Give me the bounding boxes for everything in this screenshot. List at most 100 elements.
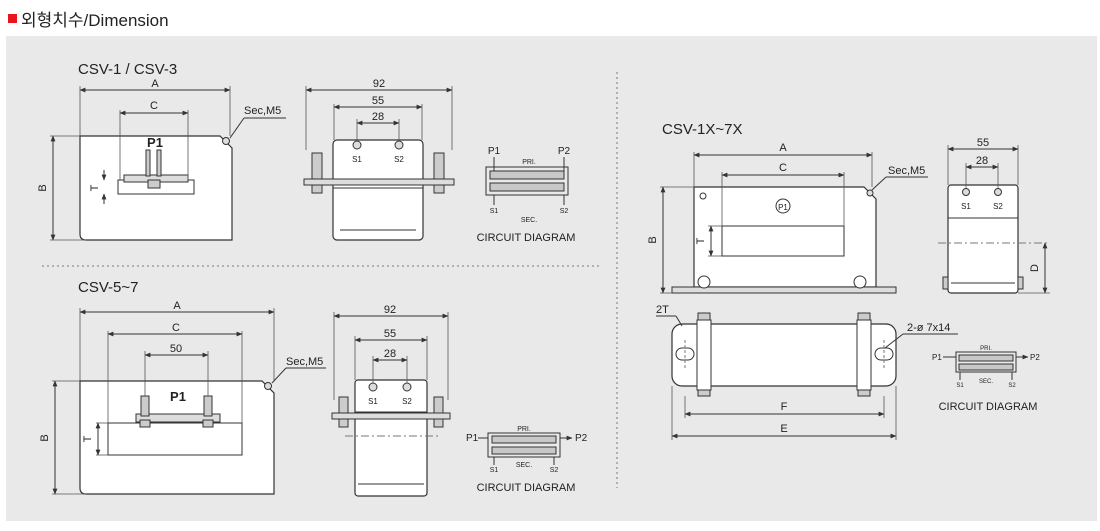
circuit-p2: P2	[558, 146, 571, 157]
csv57-primary-bar	[135, 413, 221, 423]
csv57-section: CSV-5~7 P1 A C 50 B	[39, 279, 588, 497]
mount-hole-right	[853, 275, 867, 289]
circuit-primary	[489, 170, 565, 180]
csv13-circuit-diagram: P1 P2 PRI. S1 S2 SEC. CIRCUIT DIAGRAM	[477, 146, 576, 244]
label-c: C	[150, 100, 158, 112]
bolt-left	[311, 152, 323, 180]
label-s1: S1	[368, 397, 378, 406]
csv13-section: CSV-1 / CSV-3 P1 A C B T	[37, 61, 575, 244]
circuit-secondary	[958, 363, 1014, 371]
csvx-sec-terminal	[866, 189, 874, 197]
nut-right	[433, 418, 444, 428]
csv57-front-view: P1 A C 50 B T Sec,M5	[39, 300, 326, 495]
csvx-bottom-view: 2T 2-ø 7x14 F E	[656, 304, 958, 440]
circuit-primary	[958, 354, 1014, 362]
label-s2: S2	[993, 202, 1003, 211]
label-92: 92	[384, 304, 396, 316]
bolt-left	[942, 276, 949, 290]
circuit-sec: SEC.	[516, 462, 532, 469]
label-sec: Sec,M5	[888, 165, 925, 177]
label-28: 28	[976, 155, 988, 167]
csv57-nut-right	[202, 419, 214, 428]
circuit-secondary	[489, 182, 565, 192]
label-t: T	[82, 435, 94, 442]
circuit-s2: S2	[1008, 383, 1016, 389]
csv57-p1: P1	[170, 389, 186, 404]
circuit-p2: P2	[1030, 353, 1040, 362]
label-b: B	[37, 184, 49, 191]
circuit-secondary	[491, 446, 557, 455]
bolt-head-left	[697, 312, 711, 321]
circuit-caption: CIRCUIT DIAGRAM	[477, 482, 576, 494]
label-s2: S2	[402, 397, 412, 406]
csv13-bolt-left	[145, 149, 151, 177]
label-2t: 2T	[656, 304, 669, 316]
csv57-window	[107, 422, 243, 456]
circuit-frame	[485, 166, 569, 196]
circuit-pri: PRI.	[517, 426, 531, 433]
csvx-window	[721, 225, 845, 257]
label-holes: 2-ø 7x14	[907, 322, 950, 334]
label-a: A	[151, 78, 159, 90]
nut-left	[311, 184, 323, 194]
bolt-foot-left	[697, 389, 711, 397]
circuit-sec: SEC.	[979, 379, 993, 385]
csvx-front-view: P1 A C B T Sec,M5	[647, 142, 928, 294]
csv13-sec-terminal	[222, 137, 230, 145]
label-sec: Sec,M5	[244, 105, 281, 117]
leader-sec	[271, 367, 287, 384]
csv13-title: CSV-1 / CSV-3	[78, 61, 177, 78]
csv57-nut-left	[139, 419, 151, 428]
circuit-p1: P1	[488, 146, 501, 157]
bolt-left	[338, 396, 349, 414]
screw-s2	[994, 188, 1002, 196]
circuit-s1: S1	[490, 467, 499, 474]
section-title: 외형치수/Dimension	[21, 10, 169, 30]
csv57-side-body	[354, 379, 428, 497]
circuit-s2: S2	[560, 208, 569, 215]
mount-hole-left	[697, 275, 711, 289]
bolt-right	[1017, 276, 1024, 290]
csv57-bolt-left	[140, 395, 150, 417]
label-28: 28	[372, 111, 384, 123]
circuit-caption: CIRCUIT DIAGRAM	[939, 401, 1038, 413]
label-t: T	[89, 184, 101, 191]
label-a: A	[173, 300, 181, 312]
csv13-side-view: S1 S2 92 55 28	[303, 78, 455, 241]
label-sec: Sec,M5	[286, 356, 323, 368]
csv57-circuit-diagram: P1 P2 PRI. S1 S2 SEC. CIRCUIT DIAGRAM	[466, 426, 588, 494]
circuit-s1: S1	[956, 383, 964, 389]
bolt-head-right	[857, 312, 871, 321]
label-e: E	[780, 423, 787, 435]
slot-left	[675, 347, 695, 361]
nut-right	[433, 184, 445, 194]
label-b: B	[39, 434, 51, 441]
circuit-caption: CIRCUIT DIAGRAM	[477, 232, 576, 244]
bolt-foot-right	[857, 389, 871, 397]
red-square-icon	[8, 13, 17, 23]
csv57-title: CSV-5~7	[78, 279, 138, 296]
csvx-side-body	[947, 184, 1019, 294]
leader-sec	[229, 117, 245, 139]
leader-holes	[884, 333, 904, 349]
screw-s2	[394, 140, 404, 150]
leader-sec	[871, 176, 887, 191]
label-b: B	[647, 236, 659, 243]
circuit-frame	[487, 432, 561, 458]
csv13-bolt-right	[156, 149, 162, 177]
csvx-p1: P1	[778, 203, 788, 212]
screw-s1	[962, 188, 970, 196]
bolt-right	[433, 396, 444, 414]
csvx-circuit-diagram: P1 P2 PRI. S1 S2 SEC. CIRCUIT DIAGRAM	[932, 346, 1040, 413]
csv57-bolt-right	[203, 395, 213, 417]
hole-icon	[699, 192, 707, 200]
circuit-s2: S2	[550, 467, 559, 474]
circuit-pri: PRI.	[980, 346, 992, 352]
csv13-side-bar	[303, 178, 455, 186]
circuit-frame	[955, 351, 1017, 373]
csv13-nut	[147, 179, 161, 189]
label-50: 50	[170, 343, 182, 355]
csv57-side-bar	[331, 412, 451, 420]
csvx-base-plate	[671, 286, 897, 294]
